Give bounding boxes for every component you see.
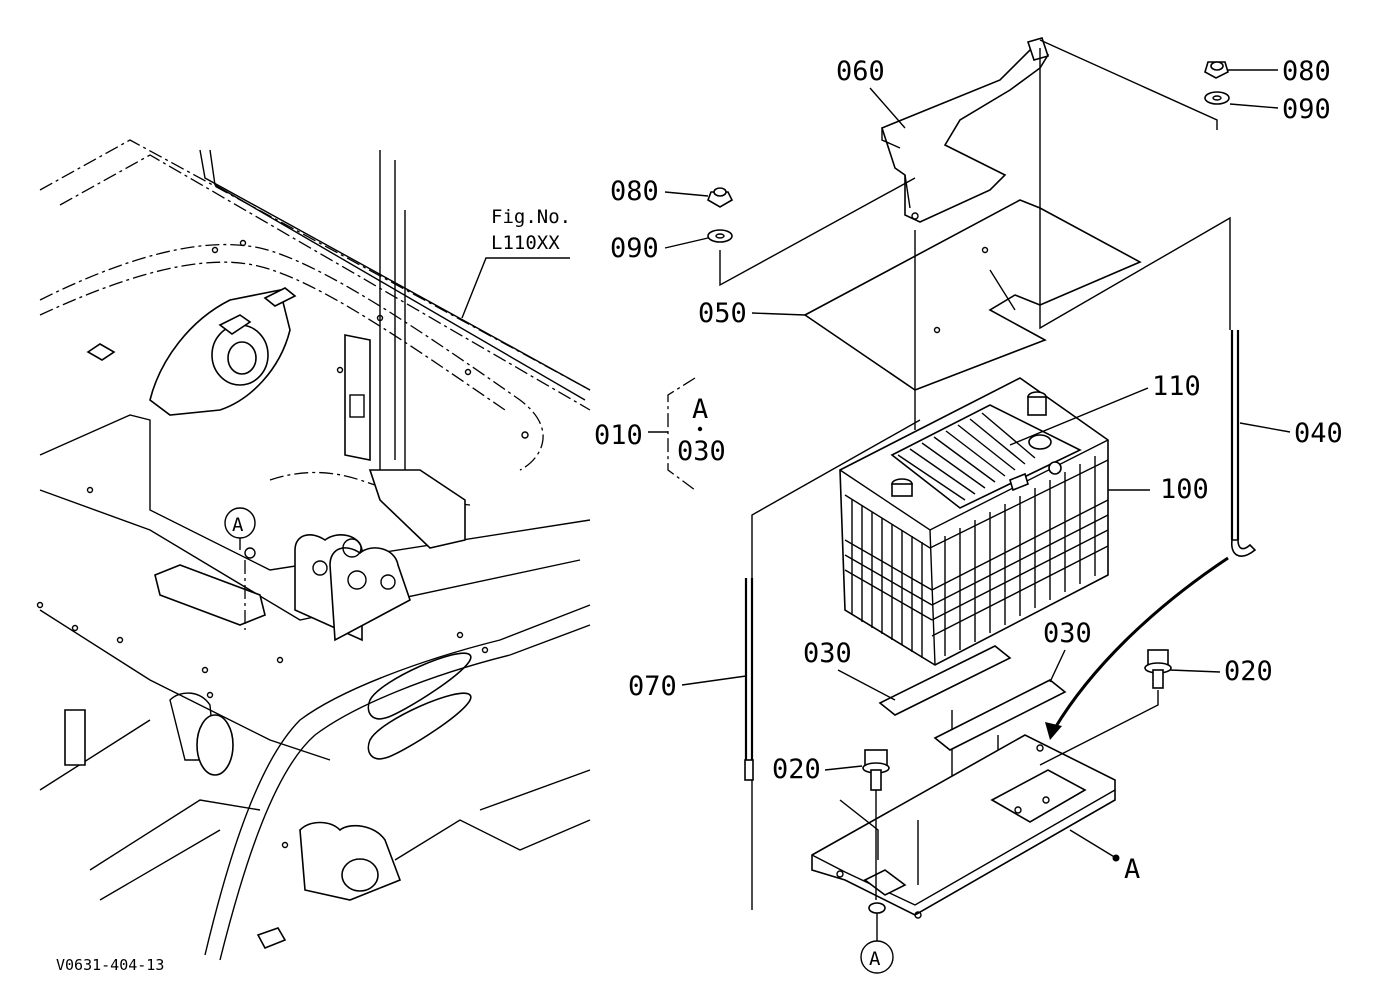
insulator-sheet-050: [803, 199, 1142, 391]
hook-bolt-040: [1230, 330, 1257, 557]
washer-090-left: [707, 229, 733, 243]
figure-reference: Fig.No. L110XX: [461, 206, 571, 319]
view-marker-label: A: [232, 514, 244, 536]
rubber-pads-030: [878, 645, 1067, 751]
figure-ref-line2: L110XX: [491, 232, 560, 254]
callout-020-right: 020: [1224, 656, 1273, 687]
bolt-020-left: [862, 749, 890, 900]
tie-rod-070: [744, 578, 754, 781]
callout-050: 050: [698, 298, 747, 329]
nut-080-left: [707, 187, 734, 208]
callout-080-top: 080: [1282, 56, 1331, 87]
callout-030-right: 030: [1043, 618, 1092, 649]
callout-a-point: A: [1124, 854, 1140, 885]
hold-down-bracket-060: [881, 37, 1050, 223]
callout-080-left: 080: [610, 176, 659, 207]
callout-030-left: 030: [803, 638, 852, 669]
battery-100: [839, 377, 1150, 666]
battery-tray: [811, 734, 1116, 919]
callout-040: 040: [1294, 418, 1343, 449]
nut-080-top: [1204, 61, 1229, 79]
view-marker-left: A: [224, 507, 256, 550]
drawing-ref-code: V0631-404-13: [56, 956, 164, 974]
callout-090-top: 090: [1282, 94, 1331, 125]
callout-100: 100: [1160, 474, 1209, 505]
callout-020-left: 020: [772, 754, 821, 785]
chassis-frame-view: [36, 139, 591, 961]
group-label-010: 010 A 030: [594, 377, 726, 491]
group-sub-label: 030: [677, 436, 726, 467]
callout-a-circle: A: [869, 948, 881, 970]
callout-060: 060: [836, 56, 885, 87]
group-view-label: A: [692, 394, 708, 425]
battery-assembly: [707, 37, 1257, 919]
part-number-010: 010: [594, 420, 643, 451]
washer-090-top: [1204, 91, 1230, 105]
callout-070: 070: [628, 671, 677, 702]
bolt-020-right: [1039, 649, 1172, 766]
callout-090-left: 090: [610, 233, 659, 264]
callout-110: 110: [1152, 371, 1201, 402]
figure-ref-line1: Fig.No.: [491, 206, 571, 228]
callout-labels: 060 080 090 080 090 050 110 040 100 070 …: [610, 56, 1343, 974]
